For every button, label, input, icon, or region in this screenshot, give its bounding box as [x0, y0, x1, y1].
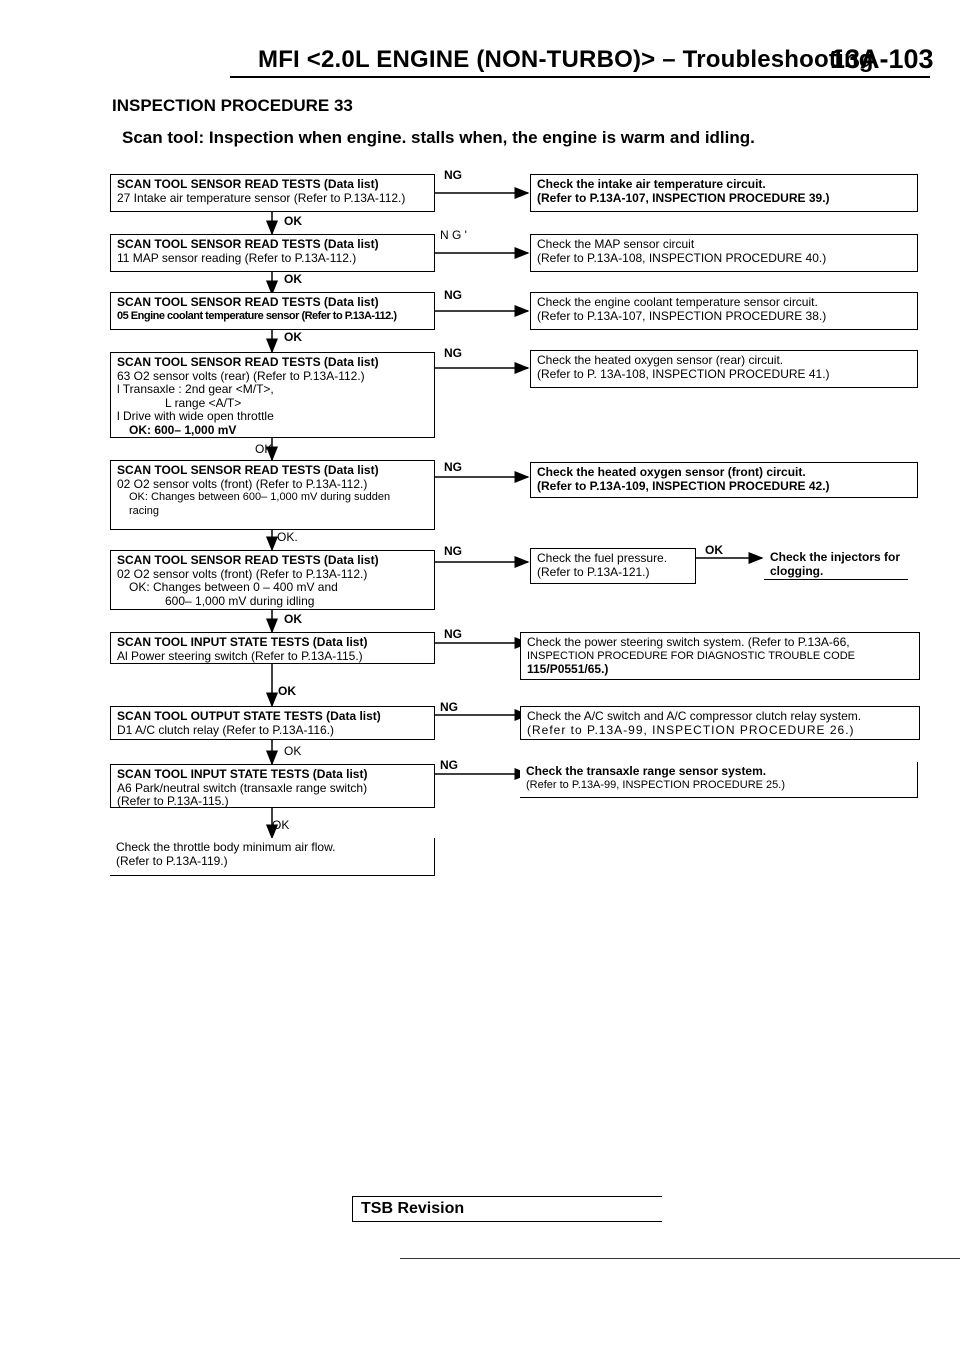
step-4-action-box: Check the heated oxygen sensor (rear) ci… — [530, 350, 918, 388]
step-4-ok-label: OK — [255, 442, 273, 456]
step-1-ng-label: NG — [444, 168, 462, 182]
step-6-ok-label: OK — [284, 612, 302, 626]
step-4-condition-3: l Drive with wide open throttle — [117, 409, 274, 423]
step-2-ok-label: OK — [284, 272, 302, 286]
step-4-ok-criteria: OK: 600– 1,000 mV — [129, 422, 237, 437]
step-7-box: SCAN TOOL INPUT STATE TESTS (Data list) … — [110, 632, 435, 664]
step-10-action-ref: (Refer to P.13A-119.) — [116, 853, 228, 868]
step-6-action-box: Check the fuel pressure. (Refer to P.13A… — [530, 548, 696, 584]
step-3-action-box: Check the engine coolant temperature sen… — [530, 292, 918, 330]
step-3-ok-label: OK — [284, 330, 302, 344]
step-6-detail: 02 O2 sensor volts (front) (Refer to P.1… — [117, 566, 368, 581]
step-5-ok-criteria-cont: racing — [129, 504, 159, 517]
step-1-detail: 27 Intake air temperature sensor (Refer … — [117, 190, 406, 205]
step-6-injector-box: Check the injectors for clogging. — [764, 548, 908, 580]
step-4-heading: SCAN TOOL SENSOR READ TESTS (Data list) — [117, 355, 379, 369]
tsb-revision-label: TSB Revision — [361, 1200, 465, 1217]
step-5-action: Check the heated oxygen sensor (front) c… — [537, 465, 806, 479]
step-9-ng-label: NG — [440, 758, 458, 772]
step-4-condition-1: l Transaxle : 2nd gear <M/T>, — [117, 382, 274, 396]
step-4-ng-label: NG — [444, 346, 462, 360]
step-5-ok-criteria: OK: Changes between 600– 1,000 mV during… — [129, 491, 391, 503]
procedure-subtitle: Scan tool: Inspection when engine. stall… — [122, 128, 755, 147]
step-7-action: Check the power steering switch system. … — [527, 635, 850, 649]
step-9-box: SCAN TOOL INPUT STATE TESTS (Data list) … — [110, 764, 435, 808]
step-7-action-ref-cont: 115/P0551/65.) — [527, 662, 609, 676]
step-5-heading: SCAN TOOL SENSOR READ TESTS (Data list) — [117, 463, 379, 477]
footer-rule — [400, 1258, 960, 1259]
step-3-box: SCAN TOOL SENSOR READ TESTS (Data list) … — [110, 292, 435, 330]
step-2-box: SCAN TOOL SENSOR READ TESTS (Data list) … — [110, 234, 435, 272]
step-9-ok-label: OK — [272, 818, 290, 832]
step-5-action-box: Check the heated oxygen sensor (front) c… — [530, 462, 918, 498]
step-2-heading: SCAN TOOL SENSOR READ TESTS (Data list) — [117, 237, 379, 251]
step-4-box: SCAN TOOL SENSOR READ TESTS (Data list) … — [110, 352, 435, 438]
step-6-action-ref: (Refer to P.13A-121.) — [537, 564, 650, 579]
step-1-ok-label: OK — [284, 214, 302, 228]
step-2-action-box: Check the MAP sensor circuit (Refer to P… — [530, 234, 918, 272]
page-number: 13A-103 — [830, 44, 934, 74]
step-6-heading: SCAN TOOL SENSOR READ TESTS (Data list) — [117, 553, 379, 567]
step-7-ng-label: NG — [444, 627, 462, 641]
step-6-ok-criteria-cont: 600– 1,000 mV during idling — [165, 593, 315, 608]
step-7-detail: Al Power steering switch (Refer to P.13A… — [117, 648, 363, 663]
step-8-action: Check the A/C switch and A/C compressor … — [527, 709, 862, 723]
step-8-ok-label: OK — [284, 744, 302, 758]
step-6-ok-criteria: OK: Changes between 0 – 400 mV and — [129, 580, 338, 594]
step-10-action: Check the throttle body minimum air flow… — [116, 840, 336, 854]
step-2-action: Check the MAP sensor circuit — [537, 237, 695, 251]
step-7-action-box: Check the power steering switch system. … — [520, 632, 920, 680]
step-5-ok-label: OK. — [277, 530, 298, 544]
step-3-detail: 05 Engine coolant temperature sensor (Re… — [117, 309, 397, 322]
step-9-action-box: Check the transaxle range sensor system.… — [520, 762, 918, 798]
step-3-action: Check the engine coolant temperature sen… — [537, 295, 818, 309]
step-7-ok-label: OK — [278, 684, 296, 698]
page-title: MFI <2.0L ENGINE (NON-TURBO)> – Troubles… — [258, 46, 874, 73]
step-4-action-ref: (Refer to P. 13A-108, INSPECTION PROCEDU… — [537, 366, 830, 381]
step-8-action-ref: (Refer to P.13A-99, INSPECTION PROCEDURE… — [527, 722, 855, 737]
step-4-condition-2: L range <A/T> — [165, 395, 242, 410]
step-6-ng-label: NG — [444, 544, 462, 558]
step-9-detail: A6 Park/neutral switch (transaxle range … — [117, 780, 368, 795]
step-2-ng-label: N G ' — [440, 228, 467, 242]
step-4-detail: 63 O2 sensor volts (rear) (Refer to P.13… — [117, 368, 365, 383]
step-4-action: Check the heated oxygen sensor (rear) ci… — [537, 353, 784, 367]
step-7-action-ref: INSPECTION PROCEDURE FOR DIAGNOSTIC TROU… — [527, 649, 856, 662]
tsb-revision-box: TSB Revision — [352, 1196, 662, 1222]
step-7-heading: SCAN TOOL INPUT STATE TESTS (Data list) — [117, 635, 368, 649]
step-10-box: Check the throttle body minimum air flow… — [110, 838, 435, 876]
header-rule — [230, 76, 930, 78]
step-2-detail: 11 MAP sensor reading (Refer to P.13A-11… — [117, 250, 357, 265]
step-3-action-ref: (Refer to P.13A-107, INSPECTION PROCEDUR… — [537, 308, 827, 323]
step-1-box: SCAN TOOL SENSOR READ TESTS (Data list) … — [110, 174, 435, 212]
step-8-action-box: Check the A/C switch and A/C compressor … — [520, 706, 920, 740]
step-9-action-ref: (Refer to P.13A-99, INSPECTION PROCEDURE… — [526, 778, 785, 791]
procedure-title: INSPECTION PROCEDURE 33 — [112, 96, 353, 115]
step-1-action-box: Check the intake air temperature circuit… — [530, 174, 918, 212]
step-8-detail: D1 A/C clutch relay (Refer to P.13A-116.… — [117, 722, 334, 737]
step-8-heading: SCAN TOOL OUTPUT STATE TESTS (Data list) — [117, 709, 381, 723]
step-5-ng-label: NG — [444, 460, 462, 474]
step-1-action-ref: (Refer to P.13A-107, INSPECTION PROCEDUR… — [537, 190, 830, 205]
step-9-detail-ref: (Refer to P.13A-115.) — [117, 794, 229, 808]
step-6-action: Check the fuel pressure. — [537, 551, 668, 565]
step-8-ng-label: NG — [440, 700, 458, 714]
step-5-action-ref: (Refer to P.13A-109, INSPECTION PROCEDUR… — [537, 478, 830, 493]
step-6-injector-action: Check the injectors for — [770, 550, 901, 564]
step-9-heading: SCAN TOOL INPUT STATE TESTS (Data list) — [117, 767, 368, 781]
step-8-box: SCAN TOOL OUTPUT STATE TESTS (Data list)… — [110, 706, 435, 740]
step-6-injector-action-cont: clogging. — [770, 563, 824, 578]
step-9-action: Check the transaxle range sensor system. — [526, 764, 767, 778]
step-3-heading: SCAN TOOL SENSOR READ TESTS (Data list) — [117, 295, 379, 309]
page-header: MFI <2.0L ENGINE (NON-TURBO)> – Troubles… — [0, 44, 960, 84]
step-6-box: SCAN TOOL SENSOR READ TESTS (Data list) … — [110, 550, 435, 610]
step-6-ok2-label: OK — [705, 543, 723, 557]
step-5-detail: 02 O2 sensor volts (front) (Refer to P.1… — [117, 476, 368, 491]
step-3-ng-label: NG — [444, 288, 462, 302]
step-1-action: Check the intake air temperature circuit… — [537, 177, 766, 191]
step-2-action-ref: (Refer to P.13A-108, INSPECTION PROCEDUR… — [537, 250, 827, 265]
step-1-heading: SCAN TOOL SENSOR READ TESTS (Data list) — [117, 177, 379, 191]
step-5-box: SCAN TOOL SENSOR READ TESTS (Data list) … — [110, 460, 435, 530]
